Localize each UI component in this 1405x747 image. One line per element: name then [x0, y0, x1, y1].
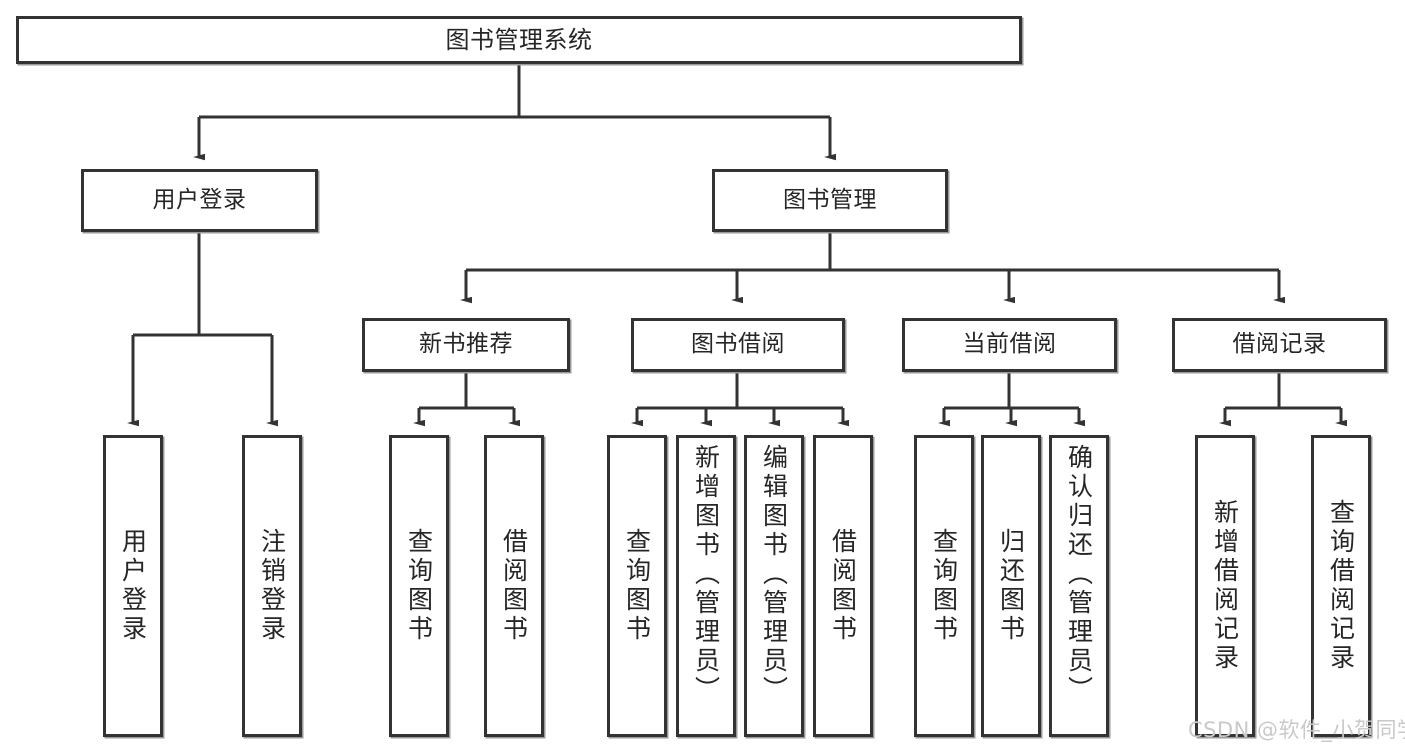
- node-label: 图书管理系统: [445, 25, 593, 54]
- node-new-book-recommend[interactable]: 新书推荐: [362, 318, 570, 372]
- node-label: 归还图书: [996, 528, 1026, 644]
- node-label: 图书管理: [783, 186, 877, 213]
- node-label: 借阅图书: [828, 528, 858, 644]
- leaf-borrow-book[interactable]: 借阅图书: [813, 435, 873, 737]
- node-label: 新书推荐: [419, 331, 513, 358]
- node-label: 用户登录: [152, 186, 247, 213]
- leaf-borrow-book-recommend[interactable]: 借阅图书: [484, 435, 544, 737]
- node-borrow-record[interactable]: 借阅记录: [1172, 318, 1387, 372]
- node-label: 查询图书: [622, 528, 652, 644]
- leaf-confirm-return-admin[interactable]: 确认归还（管理员）: [1049, 435, 1109, 737]
- node-label: 当前借阅: [962, 331, 1057, 358]
- node-label: 图书借阅: [691, 331, 785, 358]
- leaf-add-borrow-record[interactable]: 新增借阅记录: [1195, 435, 1255, 737]
- node-label: 借阅记录: [1232, 331, 1327, 358]
- node-label: 注销登录: [257, 528, 287, 644]
- node-label: 用户登录: [118, 528, 148, 644]
- leaf-query-book-recommend[interactable]: 查询图书: [389, 435, 449, 737]
- leaf-user-logout[interactable]: 注销登录: [242, 435, 302, 737]
- node-label: 新增借阅记录: [1210, 499, 1240, 673]
- node-label: 查询图书: [404, 528, 434, 644]
- node-root-book-management-system[interactable]: 图书管理系统: [16, 16, 1022, 64]
- leaf-query-book-current[interactable]: 查询图书: [914, 435, 974, 737]
- node-label: 编辑图书（管理员）: [759, 444, 789, 705]
- node-label: 新增图书（管理员）: [691, 444, 721, 705]
- node-current-borrow[interactable]: 当前借阅: [902, 318, 1117, 372]
- leaf-return-book[interactable]: 归还图书: [981, 435, 1041, 737]
- leaf-user-login[interactable]: 用户登录: [103, 435, 163, 737]
- node-label: 查询图书: [929, 528, 959, 644]
- node-user-login[interactable]: 用户登录: [81, 169, 318, 232]
- leaf-edit-book-admin[interactable]: 编辑图书（管理员）: [744, 435, 804, 737]
- node-book-management[interactable]: 图书管理: [712, 169, 948, 232]
- leaf-query-book-borrow[interactable]: 查询图书: [607, 435, 667, 737]
- csdn-watermark: CSDN @软件_小贺同学: [1188, 718, 1405, 742]
- node-book-borrow[interactable]: 图书借阅: [631, 318, 845, 372]
- node-label: 查询借阅记录: [1326, 499, 1356, 673]
- node-label: 确认归还（管理员）: [1064, 444, 1094, 705]
- leaf-add-book-admin[interactable]: 新增图书（管理员）: [676, 435, 736, 737]
- leaf-query-borrow-record[interactable]: 查询借阅记录: [1311, 435, 1371, 737]
- node-label: 借阅图书: [499, 528, 529, 644]
